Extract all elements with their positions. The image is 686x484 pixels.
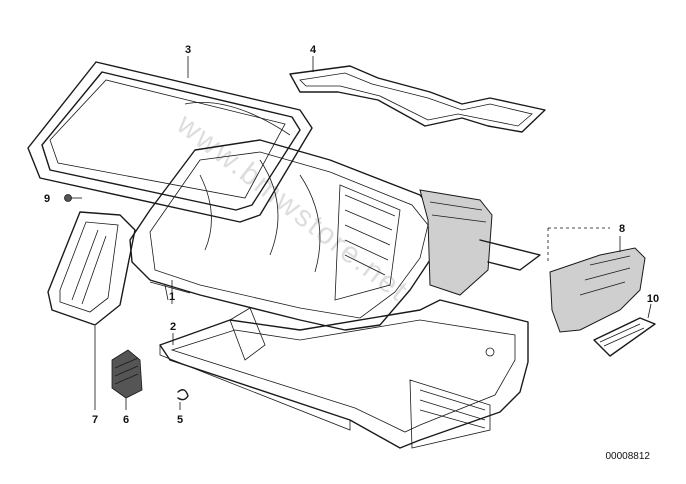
callout-4: 4 bbox=[310, 44, 317, 56]
callout-8: 8 bbox=[619, 223, 625, 235]
part-9-screw bbox=[64, 194, 82, 202]
part-2-lower-housing bbox=[159, 299, 529, 449]
callout-7: 7 bbox=[92, 414, 98, 426]
callout-10: 10 bbox=[647, 293, 659, 305]
watermark-text: www.bmwstore.net bbox=[170, 107, 415, 308]
part-6-resistor bbox=[111, 349, 143, 399]
part-5-clip bbox=[177, 389, 189, 401]
callout-1: 1 bbox=[169, 291, 175, 303]
part-10-filter bbox=[593, 317, 656, 357]
part-4-gasket bbox=[289, 65, 546, 133]
part-1-upper-housing bbox=[129, 139, 541, 331]
callout-5: 5 bbox=[177, 414, 183, 426]
callout-3: 3 bbox=[185, 44, 191, 56]
catalog-number: 00008812 bbox=[606, 451, 651, 462]
part-8-right-duct bbox=[549, 247, 646, 333]
callout-6: 6 bbox=[123, 414, 129, 426]
part-7-side-duct bbox=[47, 211, 136, 326]
part-3-frame-seal bbox=[27, 61, 313, 223]
callout-9: 9 bbox=[44, 193, 50, 205]
callout-2: 2 bbox=[170, 321, 176, 333]
leader-lines bbox=[94, 56, 652, 410]
